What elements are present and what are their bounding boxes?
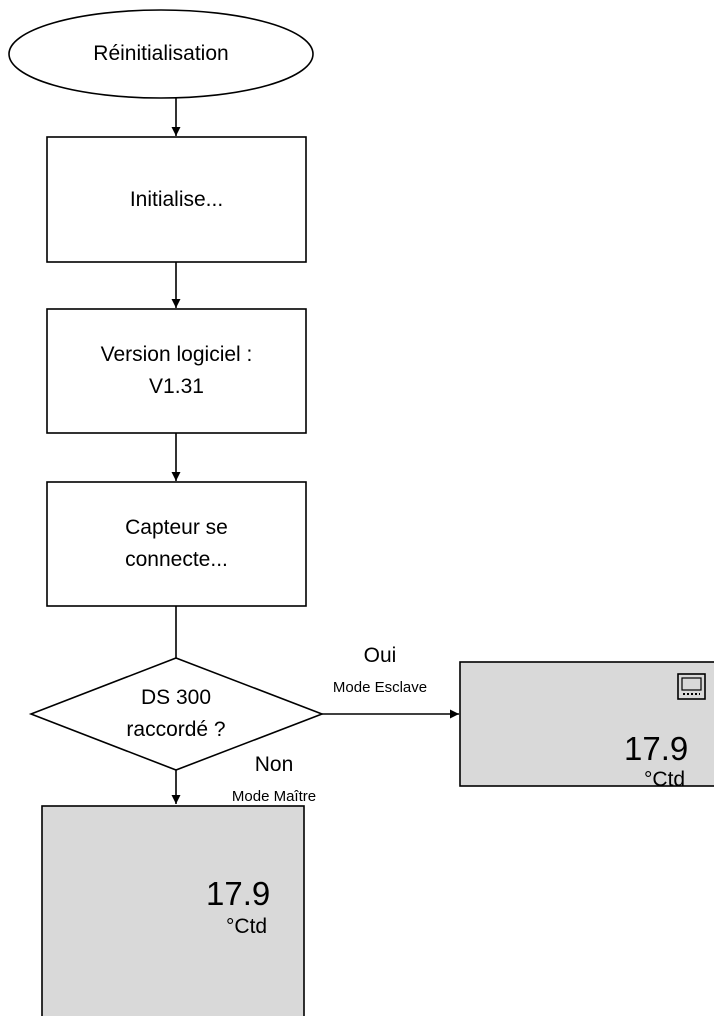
- initialise-label: Initialise...: [47, 137, 306, 262]
- decision-label-line1: DS 300: [140, 686, 212, 709]
- branch-no-mode: Mode Maître: [231, 788, 317, 805]
- decision-label: DS 300 raccordé ?: [60, 674, 292, 754]
- sensor-label-line2: connecte...: [125, 548, 228, 571]
- master-display-value: 17.9: [206, 875, 271, 912]
- branch-yes-mode: Mode Esclave: [332, 679, 428, 696]
- sensor-label: Capteur se connecte...: [47, 482, 306, 606]
- process-box-sensor: [46, 481, 307, 607]
- branch-no-label: Non: [254, 753, 294, 776]
- slave-display-unit: °Ctd: [644, 768, 686, 791]
- branch-yes-label: Oui: [363, 644, 397, 667]
- display-box-master: [41, 805, 305, 1016]
- initialise-label-text: Initialise...: [129, 187, 224, 211]
- display-icon: [677, 673, 706, 700]
- start-terminal: [8, 9, 314, 99]
- decision-label-line2: raccordé ?: [126, 718, 226, 741]
- version-label-line2: V1.31: [149, 375, 204, 398]
- slave-display-value: 17.9: [624, 730, 689, 767]
- display-box-slave: [459, 661, 714, 787]
- master-display-unit: °Ctd: [226, 915, 268, 938]
- version-label: Version logiciel : V1.31: [47, 309, 306, 433]
- sensor-label-line1: Capteur se: [125, 516, 228, 539]
- start-label: Réinitialisation: [9, 10, 313, 98]
- start-label-text: Réinitialisation: [93, 42, 229, 65]
- process-box-initialise: [46, 136, 307, 263]
- version-label-line1: Version logiciel :: [100, 343, 253, 366]
